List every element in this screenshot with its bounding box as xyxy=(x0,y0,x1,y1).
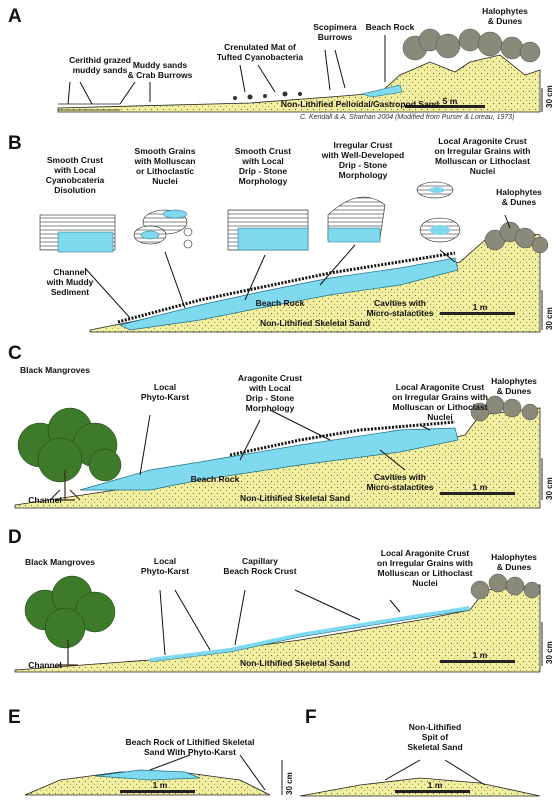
label-mangroves-d: Black Mangroves xyxy=(25,557,95,567)
label-halophytes-a: Halophytes & Dunes xyxy=(482,6,528,26)
pointer-arrows-d xyxy=(159,589,401,656)
halophyte-shrubs-a xyxy=(402,28,541,63)
label-sediment-b: Non-Lithified Skeletal Sand xyxy=(259,318,371,328)
cyanobacteria-tufts-a xyxy=(233,91,302,100)
scale-bar-a xyxy=(405,105,485,108)
label-scale-e: 1 m xyxy=(152,780,168,790)
label-local-aragonite-c: Local Aragonite Crust on Irregular Grain… xyxy=(392,382,488,422)
panel-d-art xyxy=(14,573,543,673)
label-cerithid: Cerithid grazed muddy sands xyxy=(69,55,131,75)
label-local-aragonite-d: Local Aragonite Crust on Irregular Grain… xyxy=(377,548,473,588)
label-scale-b: 1 m xyxy=(472,302,488,312)
scale-bar-b xyxy=(440,312,515,315)
label-phyto-karst-c: Local Phyto-Karst xyxy=(140,382,190,402)
label-channel-c: Channel xyxy=(28,495,62,505)
label-vertical-d: 30 cm xyxy=(545,641,553,664)
black-mangrove-tree-c xyxy=(17,407,122,483)
halophyte-shrubs-c xyxy=(470,395,539,422)
pointer-arrows-c xyxy=(139,409,431,476)
label-crenulated-mat: Crenulated Mat of Tufted Cyanobacteria xyxy=(216,42,304,62)
panel-a-letter: A xyxy=(8,6,22,27)
pointer-arrows-e xyxy=(149,754,266,791)
label-sediment-a: Non-Lithified Pelloidal/Gastropod Sand xyxy=(280,99,440,109)
label-cavities-b: Cavities with Micro-stalactites xyxy=(366,298,434,318)
label-irregular-crust: Irregular Crust with Well-Developed Drip… xyxy=(321,140,405,180)
label-cavities-c: Cavities with Micro-stalactites xyxy=(366,472,434,492)
label-beach-rock-e: Beach Rock of Lithified Skeletal Sand Wi… xyxy=(125,737,255,757)
label-vertical-b: 30 cm xyxy=(545,307,553,330)
crust-specimen-drawings-b xyxy=(39,181,461,253)
label-sediment-d: Non-Lithified Skeletal Sand xyxy=(239,658,351,668)
panel-e-art xyxy=(24,754,283,796)
beach-rock-b xyxy=(118,257,459,331)
label-beach-rock-b: Beach Rock xyxy=(255,298,305,308)
label-halophytes-d: Halophytes & Dunes xyxy=(491,552,537,572)
label-vertical-a: 30 cm xyxy=(545,85,553,108)
label-scale-c: 1 m xyxy=(472,482,488,492)
scale-bar-c xyxy=(440,492,515,495)
label-mangroves-c: Black Mangroves xyxy=(20,365,90,375)
pointer-arrows-f xyxy=(384,759,486,786)
label-scale-a: 5 m xyxy=(442,96,458,106)
label-sediment-c: Non-Lithified Skeletal Sand xyxy=(239,493,351,503)
halophyte-shrubs-d xyxy=(470,573,541,600)
panel-c-letter: C xyxy=(8,343,22,364)
label-local-aragonite-b: Local Aragonite Crust on Irregular Grain… xyxy=(434,136,531,176)
label-scopimera: Scopimera Burrows xyxy=(313,22,357,42)
label-spit-f: Non-Lithified Spit of Skeletal Sand xyxy=(407,722,463,752)
scale-bar-f xyxy=(395,790,470,793)
beach-rock-a xyxy=(360,84,403,98)
panel-e-letter: E xyxy=(8,707,21,728)
label-scale-f: 1 m xyxy=(427,780,443,790)
label-capillary-d: Capillary Beach Rock Crust xyxy=(223,556,297,576)
label-halophytes-c: Halophytes & Dunes xyxy=(491,376,537,396)
label-scale-d: 1 m xyxy=(472,650,488,660)
label-beach-rock-a: Beach Rock xyxy=(365,22,415,32)
label-smooth-grains: Smooth Grains with Molluscan or Lithocla… xyxy=(134,146,196,186)
label-beach-rock-c: Beach Rock xyxy=(190,474,240,484)
beach-rock-e xyxy=(94,769,201,781)
pointer-arrows-a xyxy=(67,35,386,105)
panel-f-letter: F xyxy=(305,707,317,728)
black-mangrove-tree-d xyxy=(24,575,116,649)
pointer-arrows-b xyxy=(84,214,511,319)
label-aragonite-c: Aragonite Crust with Local Drip - Stone … xyxy=(237,373,303,413)
label-vertical-e: 30 cm xyxy=(285,772,294,795)
label-credit: C. Kendall & A. Sharhan 2004 (Modified f… xyxy=(300,114,515,121)
label-smooth-drip: Smooth Crust with Local Drip - Stone Mor… xyxy=(234,146,292,186)
scale-bar-d xyxy=(440,660,515,663)
panel-d-letter: D xyxy=(8,527,22,548)
panel-b-letter: B xyxy=(8,133,22,154)
label-phyto-karst-d: Local Phyto-Karst xyxy=(140,556,190,576)
panel-f-art xyxy=(299,759,541,797)
label-halophytes-b: Halophytes & Dunes xyxy=(496,187,542,207)
label-muddy-sands: Muddy sands & Crab Burrows xyxy=(127,60,193,80)
halophyte-shrubs-b xyxy=(484,221,549,254)
capillary-crust-d xyxy=(149,606,471,662)
panel-b-art xyxy=(39,181,549,333)
label-channel-b: Channel with Muddy Sediment xyxy=(46,267,94,297)
label-smooth-cyano: Smooth Crust with Local Cyanobcateria Di… xyxy=(45,155,105,195)
beach-rock-c xyxy=(79,427,459,491)
label-vertical-c: 30 cm xyxy=(545,477,553,500)
scale-bar-e xyxy=(120,790,195,793)
panel-a-art xyxy=(57,28,543,113)
panel-c-art xyxy=(14,395,543,509)
label-channel-d: Channel xyxy=(28,660,62,670)
